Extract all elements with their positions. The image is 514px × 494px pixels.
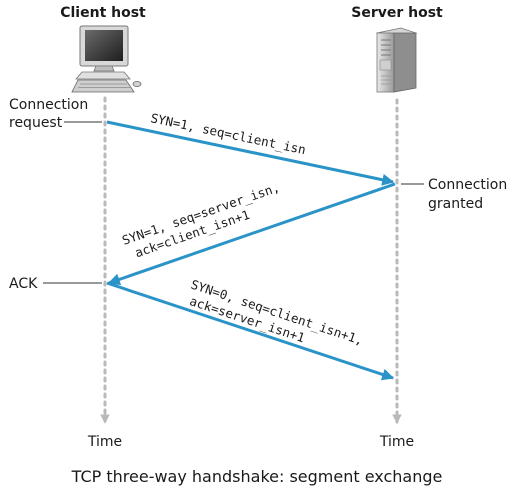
diagram-caption: TCP three-way handshake: segment exchang… xyxy=(71,467,443,486)
client-time-label: Time xyxy=(87,434,122,450)
ack-arrow xyxy=(106,281,395,381)
desktop-computer-icon xyxy=(71,25,142,93)
connection-granted-label: Connection granted xyxy=(428,177,507,212)
svg-text:request: request xyxy=(9,115,63,131)
svg-text:Connection: Connection xyxy=(428,177,507,193)
syn-segment-label: SYN=1, seq=client_isn xyxy=(149,110,307,157)
syn-arrow xyxy=(106,120,395,186)
server-host-title: Server host xyxy=(351,5,443,21)
synack-arrow xyxy=(107,182,396,286)
svg-text:granted: granted xyxy=(428,196,483,212)
connection-request-label: Connection request xyxy=(9,97,88,131)
ack-label: ACK xyxy=(9,276,38,292)
svg-text:Connection: Connection xyxy=(9,97,88,113)
ack-segment-label: SYN=0, seq=client_isn+1, ack=server_isn+… xyxy=(188,277,365,348)
server-tower-icon xyxy=(375,27,418,93)
server-time-label: Time xyxy=(379,434,414,450)
client-host-title: Client host xyxy=(60,5,146,21)
